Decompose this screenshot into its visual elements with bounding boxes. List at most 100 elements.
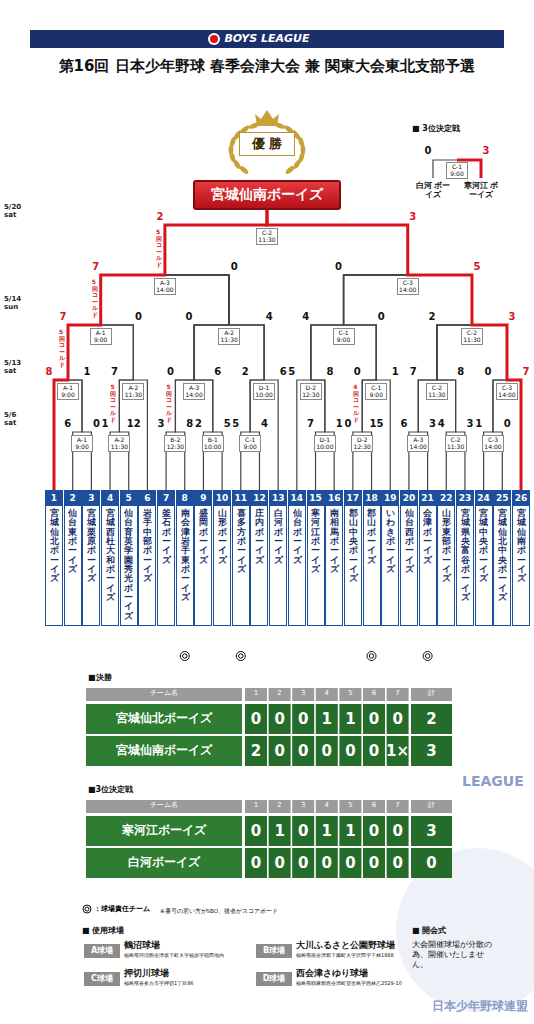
team-name: 白河ボーイズ [274, 509, 283, 565]
table-score: 0 [410, 856, 453, 871]
score: 0 [331, 262, 347, 272]
laurel-wreath [229, 122, 306, 176]
note-text: 大会開催球場が分散の為、開催いたしません。 [412, 940, 492, 970]
table-cell [86, 816, 242, 846]
team-box: 23宮城県央富谷ボーイズ [456, 490, 474, 626]
score: 4 [298, 312, 314, 322]
table-score: 0 [244, 824, 268, 839]
responsible-mark [183, 654, 187, 658]
score: 0 [480, 367, 496, 377]
table-cell [86, 848, 242, 878]
field-code: D球場 [256, 972, 292, 986]
table-score: 0 [362, 744, 386, 759]
table-score: 0 [315, 744, 339, 759]
field-badge: B球場 [256, 944, 292, 958]
match-label: C-3 14:00 [397, 278, 419, 295]
score: 5 [284, 367, 300, 377]
bracket-line [165, 210, 267, 490]
score: 2 [424, 312, 440, 322]
team-name: 釜石ボーイズ [162, 509, 171, 565]
score: 1 [79, 367, 95, 377]
team-name: 喜多方ボーイズ [237, 509, 246, 574]
field-badge: C球場 [84, 972, 120, 986]
bracket-line [165, 210, 267, 490]
called-game-note: 5回コールド [156, 229, 162, 269]
match-label: A-3 14:00 [154, 278, 176, 295]
date-label: 5/14 sun [4, 296, 30, 311]
table-score: 1× [386, 744, 410, 759]
bracket-line [267, 210, 472, 490]
section-heading: ■ 開会式 [412, 926, 446, 935]
score: 6 [60, 419, 76, 429]
table-team: 白河ボーイズ [86, 856, 242, 869]
team-name: 宮城仙北ボーイズ [50, 509, 59, 584]
table-score: 2 [244, 744, 268, 759]
team-number: 25 [494, 491, 510, 506]
table-score: 0 [268, 744, 292, 759]
called-game-note: 5回コールド [110, 384, 116, 424]
team-number: 9 [195, 491, 211, 506]
table-header: 3 [292, 690, 314, 698]
legend-row: ：球場責任チーム [82, 904, 150, 914]
team-name: 郡山ボーイズ [367, 509, 376, 565]
table-header: 3 [292, 802, 314, 810]
score: 8 [453, 367, 469, 377]
team-box: 8南会津・岩手東ボーイズ [176, 490, 194, 626]
team-box: 12庄内ボーイズ [250, 490, 268, 626]
match-label: B-2 12:30 [164, 435, 186, 452]
table-score: 1 [315, 712, 339, 727]
team-number: 26 [513, 491, 529, 506]
score: 0 [226, 262, 242, 272]
team-number: 10 [214, 491, 230, 506]
match-label: C-2 11:30 [445, 435, 467, 452]
team-box: 9盛岡ボーイズ [194, 490, 212, 626]
bracket-line [165, 210, 267, 490]
score: 3 [479, 146, 493, 156]
score: 0 [130, 312, 146, 322]
bracket-line [267, 210, 408, 490]
banner-text: 優勝 [252, 135, 286, 153]
team-label: 寒河江 ボーイズ [462, 181, 500, 199]
responsible-mark [239, 654, 243, 658]
table-score: 0 [244, 856, 268, 871]
match-label: D-2 12:30 [351, 435, 373, 452]
field-address: 福島県耶麻郡西会津町登世島字西林乙2529-10 [296, 981, 402, 987]
field-address: 福島県河沼郡会津坂下町大字福原字稲田地内 [124, 953, 224, 959]
table-header-cell [387, 800, 409, 813]
table-score: 3 [410, 824, 453, 839]
called-game-note: 5回コールド [59, 329, 65, 369]
table-header-cell [245, 800, 267, 813]
score: 0 [181, 312, 197, 322]
table-header: 計 [411, 690, 452, 698]
bracket-line [267, 210, 408, 490]
match-label: A-1 9:00 [71, 435, 93, 452]
header-bar [30, 30, 504, 48]
team-box: 14仙台ボーイズ [288, 490, 306, 626]
team-box: 11喜多方ボーイズ [232, 490, 250, 626]
section-heading: ■ 3位決定戦 [412, 124, 460, 133]
section-heading: ■ 使用球場 [82, 926, 124, 935]
score: 15 [369, 419, 385, 429]
field-badge: D球場 [256, 972, 292, 986]
table-score: 1 [315, 824, 339, 839]
table-header: 1 [245, 802, 267, 810]
called-game-note: 5回コールド [92, 279, 98, 319]
table-score: 0 [386, 712, 410, 727]
bracket-line [68, 210, 267, 490]
champion-name: 宮城仙南ボーイズ [211, 186, 323, 204]
watermark: 日本少年野球連盟 [432, 1000, 528, 1014]
winner-path [267, 210, 521, 490]
team-box: 19いわきボーイズ [381, 490, 399, 626]
footnote: ※番号の若い方がSBO、後者がスコアボード [160, 908, 278, 914]
table-score: 0 [338, 744, 362, 759]
table-score: 1 [338, 712, 362, 727]
legend-swatch [82, 904, 92, 914]
table-header-cell [245, 688, 267, 701]
winner-path [54, 210, 267, 490]
table-cell [411, 704, 452, 734]
table-header: 計 [411, 802, 452, 810]
table-header-cell [292, 688, 314, 701]
score: 0 [373, 312, 389, 322]
team-box: 5仙台育英学園秀光ボーイズ [120, 490, 138, 626]
team-name: 山形ボーイズ [218, 509, 227, 565]
